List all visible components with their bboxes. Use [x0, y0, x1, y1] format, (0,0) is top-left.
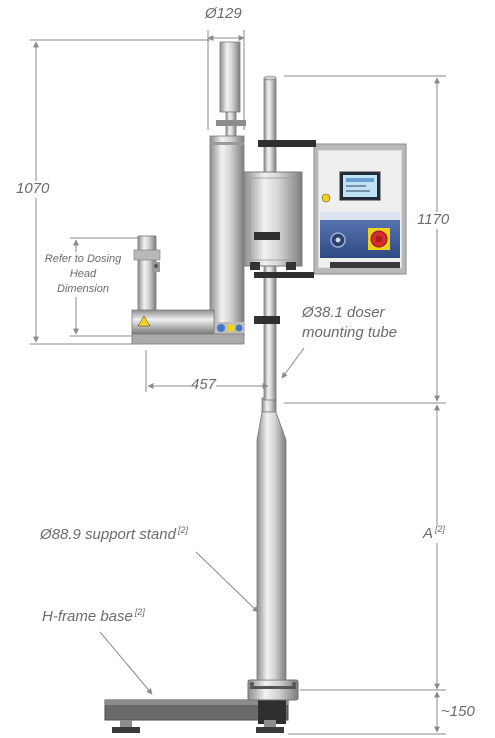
stand-base-flange — [247, 679, 299, 701]
reach-457-label: 457 — [191, 376, 217, 394]
h-frame-base-text: H-frame base — [42, 608, 133, 625]
height-1170-label: 1170 — [417, 211, 450, 229]
support-stand-ref: [2] — [177, 525, 188, 535]
support-stand-tube — [256, 397, 287, 681]
dosing-head — [133, 235, 161, 311]
height-1070-label: 1070 — [16, 180, 50, 198]
base-height-label: ~150 — [441, 703, 475, 721]
diameter-129-label: Ø129 — [205, 5, 242, 23]
electrical-enclosure — [243, 171, 303, 270]
dosing-head-note: Refer to Dosing Head Dimension — [43, 252, 123, 297]
height-a-text: A — [423, 525, 434, 542]
label-badge-icon — [217, 324, 225, 332]
h-frame-base — [104, 696, 289, 733]
height-a-label: A[2] — [423, 524, 446, 543]
height-a-ref: [2] — [435, 524, 446, 534]
h-frame-base-label: H-frame base[2] — [42, 607, 145, 626]
h-frame-base-ref: [2] — [134, 607, 145, 617]
mounting-tube-label-line2: mounting tube — [302, 324, 398, 342]
dosing-column — [209, 41, 246, 337]
support-stand-text: Ø88.9 support stand — [40, 526, 176, 543]
control-panel — [313, 143, 407, 275]
tube-clamps — [254, 140, 316, 324]
support-stand-label: Ø88.9 support stand[2] — [40, 525, 188, 544]
warning-sticker-icon — [137, 315, 151, 327]
horizontal-dosing-arm — [131, 309, 245, 345]
mounting-tube-label-line1: Ø38.1 doser — [302, 304, 385, 322]
